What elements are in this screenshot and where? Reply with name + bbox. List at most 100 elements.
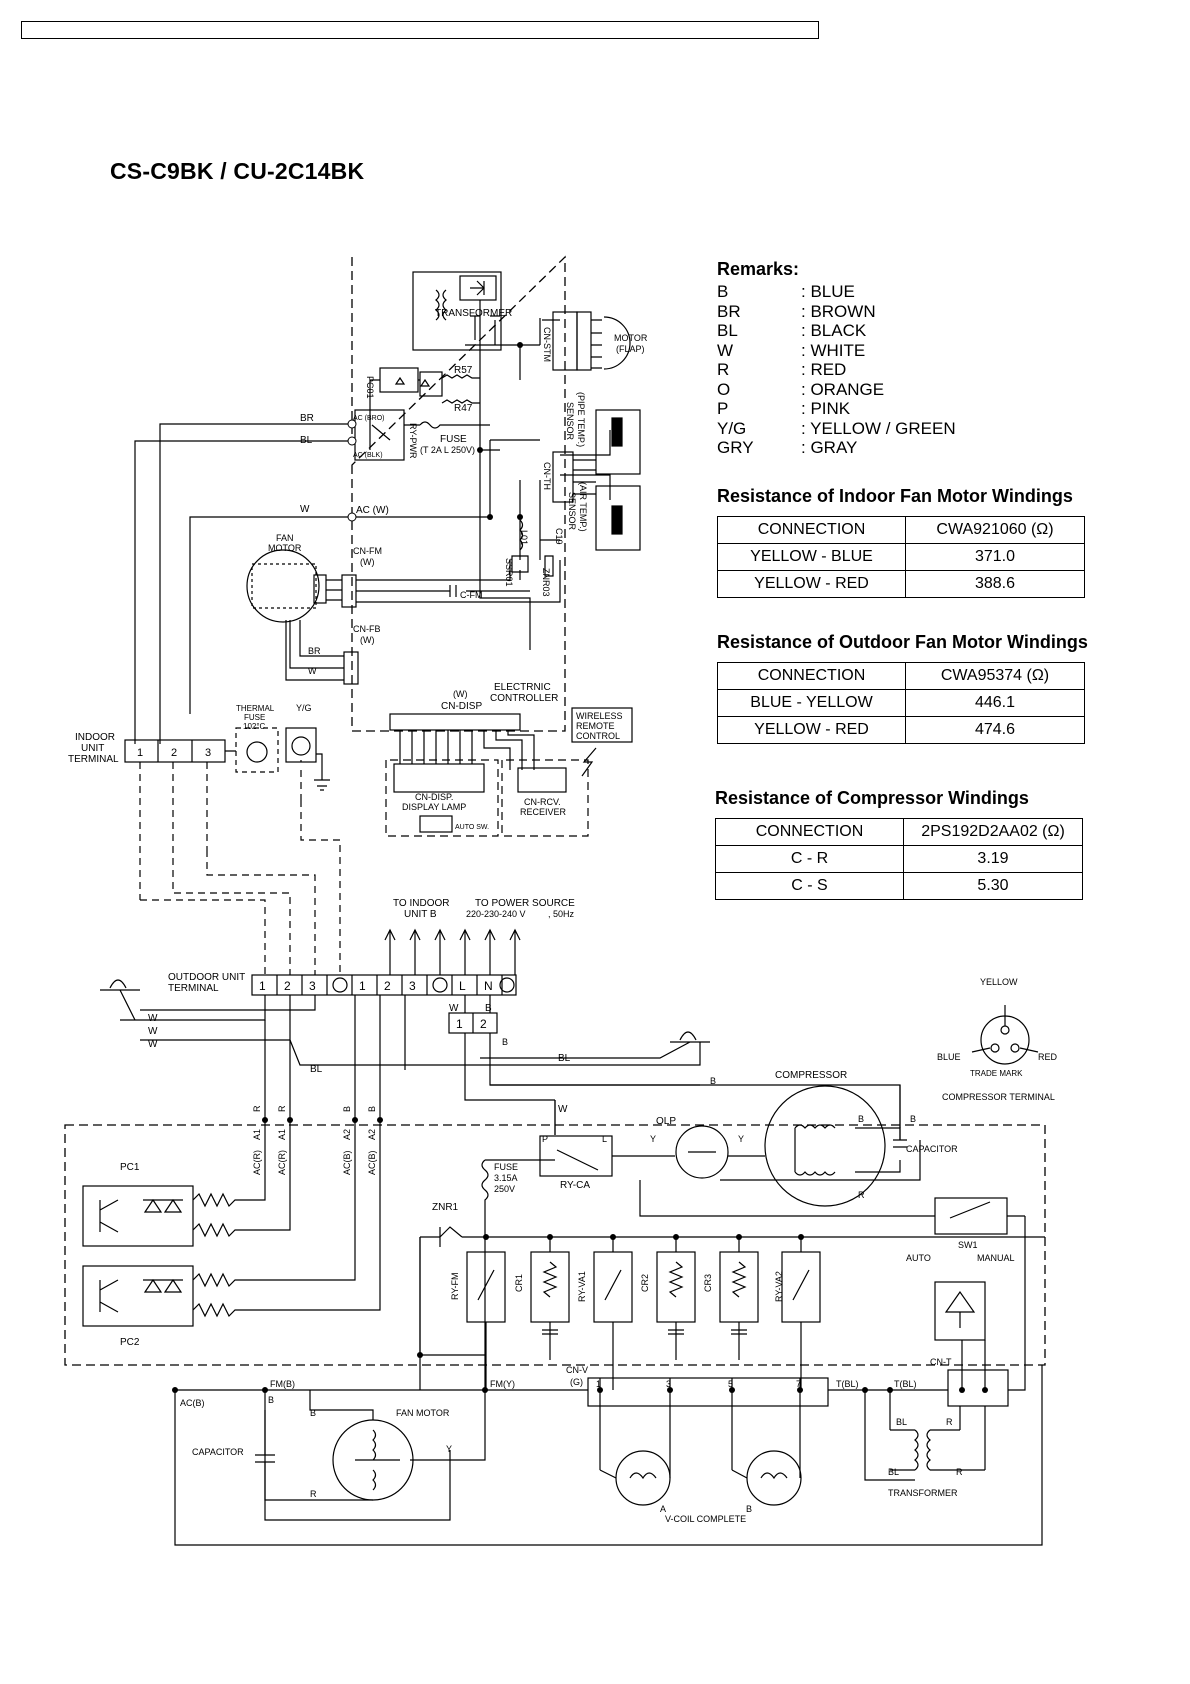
display-lamp-leds [393,763,567,833]
r-label-2: R [277,1105,287,1112]
to-indoor-label-2: UNIT B [404,909,437,920]
b-cap-label: B [910,1114,916,1124]
ac-b-label-2: AC(B) [367,1150,377,1175]
cn-fm-label: CN-FM [353,546,382,556]
ry-ca-label: RY-CA [560,1180,590,1191]
fan-motor-label-2: MOTOR [268,543,302,553]
out-terminal-b3: 3 [409,979,416,993]
ryca-p-label: P [542,1134,548,1144]
sw1-auto-label: AUTO [906,1253,931,1263]
indoor-transformer [412,271,560,380]
r-comp-label: R [858,1190,865,1200]
ry-va1-label: RY-VA1 [577,1271,587,1302]
c-fm-label: C-FM [460,590,483,600]
compressor-terminal-label: COMPRESSOR TERMINAL [942,1092,1055,1102]
fm-b-label: FM(B) [270,1379,295,1389]
fuse2-a-label: 3.15A [494,1173,518,1183]
b-fm-label: B [268,1395,274,1405]
transformer-out-label: TRANSFORMER [888,1488,958,1498]
display-lamp-label: DISPLAY LAMP [402,802,466,812]
indoor-fan-motor [246,549,561,623]
fuse2-label: FUSE [494,1162,518,1172]
ry-fm-label: RY-FM [450,1272,460,1300]
junction-dots [172,342,988,1393]
ry-pwr-label: RY-PWR [408,423,418,459]
cn-v-label: CN-V [566,1365,588,1375]
a1-label-1: A1 [252,1129,262,1140]
cn-v-g-label: (G) [570,1377,583,1387]
cn-fb-w-label: (W) [360,635,375,645]
table-cell: 5.30 [903,872,1083,900]
outdoor-terminal-label-2: TERMINAL [168,983,219,994]
compressor-label: COMPRESSOR [775,1070,847,1081]
air-temp-sensor [595,485,641,551]
w-wire-label: W [300,504,310,515]
out-terminal-3: 3 [309,979,316,993]
legend-code: BR [717,301,741,321]
header-bar [21,21,819,39]
legend-meaning: : BLACK [801,321,867,340]
table-cell: CONNECTION [715,818,904,846]
br-fb-label: BR [308,646,321,656]
trade-mark-label: TRADE MARK [970,1069,1023,1078]
cn-v-pin7: 7 [796,1379,801,1389]
table-title: Resistance of Indoor Fan Motor Windings [717,486,1073,506]
legend-code: O [717,379,731,399]
compressor-terminal-icon [971,1005,1039,1065]
znr1-out-label: ZNR1 [432,1202,459,1213]
table-cell: CWA95374 (Ω) [905,662,1085,690]
b-label-4: B [342,1106,352,1112]
wireless-label: WIRELESS [576,711,623,721]
w-label-ln: W [449,1003,459,1014]
thermal-fuse-label-3: 102°C [243,722,266,731]
table-cell: CWA921060 (Ω) [905,516,1085,544]
t-bl-label-2: T(BL) [894,1379,917,1389]
outdoor-wiring [100,979,901,1140]
b-label-3: B [710,1076,716,1086]
sensor-label-2: SENSOR [567,492,577,531]
table-cell: 474.6 [905,716,1085,744]
yellow-label: YELLOW [980,977,1018,987]
table-cell: CONNECTION [717,516,906,544]
out-terminal-b2: 2 [384,979,391,993]
sw1-switch [639,1180,1025,1235]
legend-code: B [717,282,729,301]
ac-b-bus-label: AC(B) [180,1398,205,1408]
indoor-fan-resistance-section: Resistance of Indoor Fan Motor Windings … [717,486,1085,598]
b-label-5: B [367,1106,377,1112]
remarks-legend: Remarks: B: BLUE BR: BROWN BL: BLACK W: … [717,259,956,458]
table-cell: YELLOW - RED [717,570,906,598]
receiver-label: RECEIVER [520,807,567,817]
power-arrows [384,928,521,975]
pc01-label: PC01 [365,376,375,399]
y-fm-label: Y [446,1444,452,1454]
legend-row: BR: BROWN [717,302,956,322]
fuse-rating-label: (T 2A L 250V) [420,445,475,455]
y-label-olp: Y [650,1134,656,1144]
pc2-label: PC2 [120,1337,140,1348]
w-label-a: W [148,1013,158,1024]
r-label-1: R [252,1105,262,1112]
table-title: Resistance of Outdoor Fan Motor Windings [717,632,1088,652]
motor-flap-label: MOTOR [614,333,648,343]
air-temp-label: (AIR TEMP.) [578,482,588,532]
l01-label: L01 [519,530,529,545]
pipe-temp-sensor [595,409,641,475]
outdoor-terminal-label: OUTDOOR UNIT [168,972,245,983]
sensor-label: SENSOR [565,402,575,441]
cn-v-pin1: 1 [596,1379,601,1389]
yg-label: Y/G [296,703,312,713]
legend-row: Y/G: YELLOW / GREEN [717,419,956,439]
ac-r-label-1: AC(R) [252,1150,262,1175]
out-terminal-n: N [484,979,493,993]
r-fm-label: R [310,1489,317,1499]
thermal-fuse-label: THERMAL [236,704,275,713]
pc1-label: PC1 [120,1162,140,1173]
v-coil-a-label: A [660,1504,666,1514]
ssr01-label: SSR01 [504,558,514,587]
cn-t-label: CN-T [930,1357,952,1367]
